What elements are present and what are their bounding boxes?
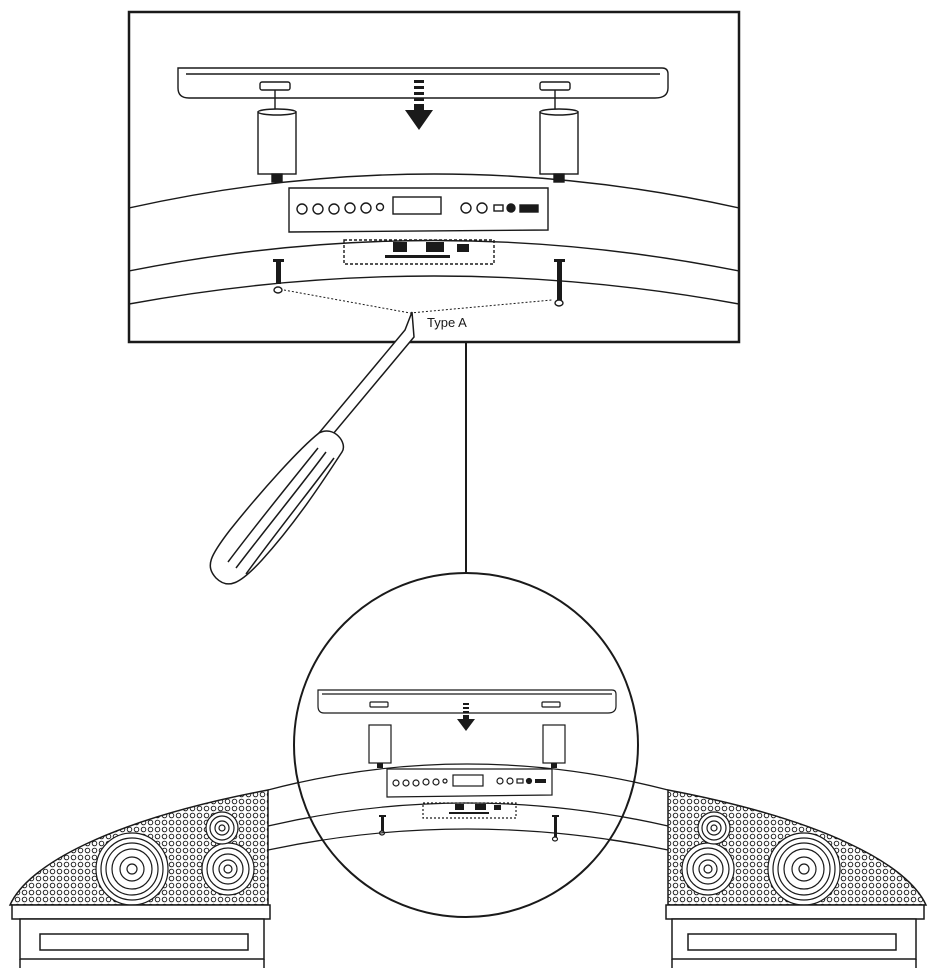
screw-type-label: Type A [427,315,467,330]
speaker-tweeter-icon [697,811,731,845]
io-panel [343,239,495,265]
spacer-cylinder-left [257,108,297,183]
control-panel [288,187,549,233]
screwdriver-icon [209,311,415,585]
magnifier-circle [293,572,639,918]
leader-lines [283,289,553,314]
screw-icon [273,259,284,294]
spacer-cylinder-right [539,108,579,183]
down-arrow-icon [405,80,433,130]
speaker-left [8,789,271,968]
speaker-tweeter-icon [205,811,239,845]
detail-panel: Type A [127,10,741,344]
speaker-right-base [665,904,925,968]
mount-pad-right [539,81,571,110]
speaker-woofer-icon [95,832,169,906]
speaker-midrange-icon [201,842,255,896]
mount-pad-left [259,81,291,110]
speaker-right [665,789,928,968]
speaker-left-base [11,904,271,968]
screw-icon [554,259,565,307]
speaker-woofer-icon [767,832,841,906]
speaker-midrange-icon [681,842,735,896]
